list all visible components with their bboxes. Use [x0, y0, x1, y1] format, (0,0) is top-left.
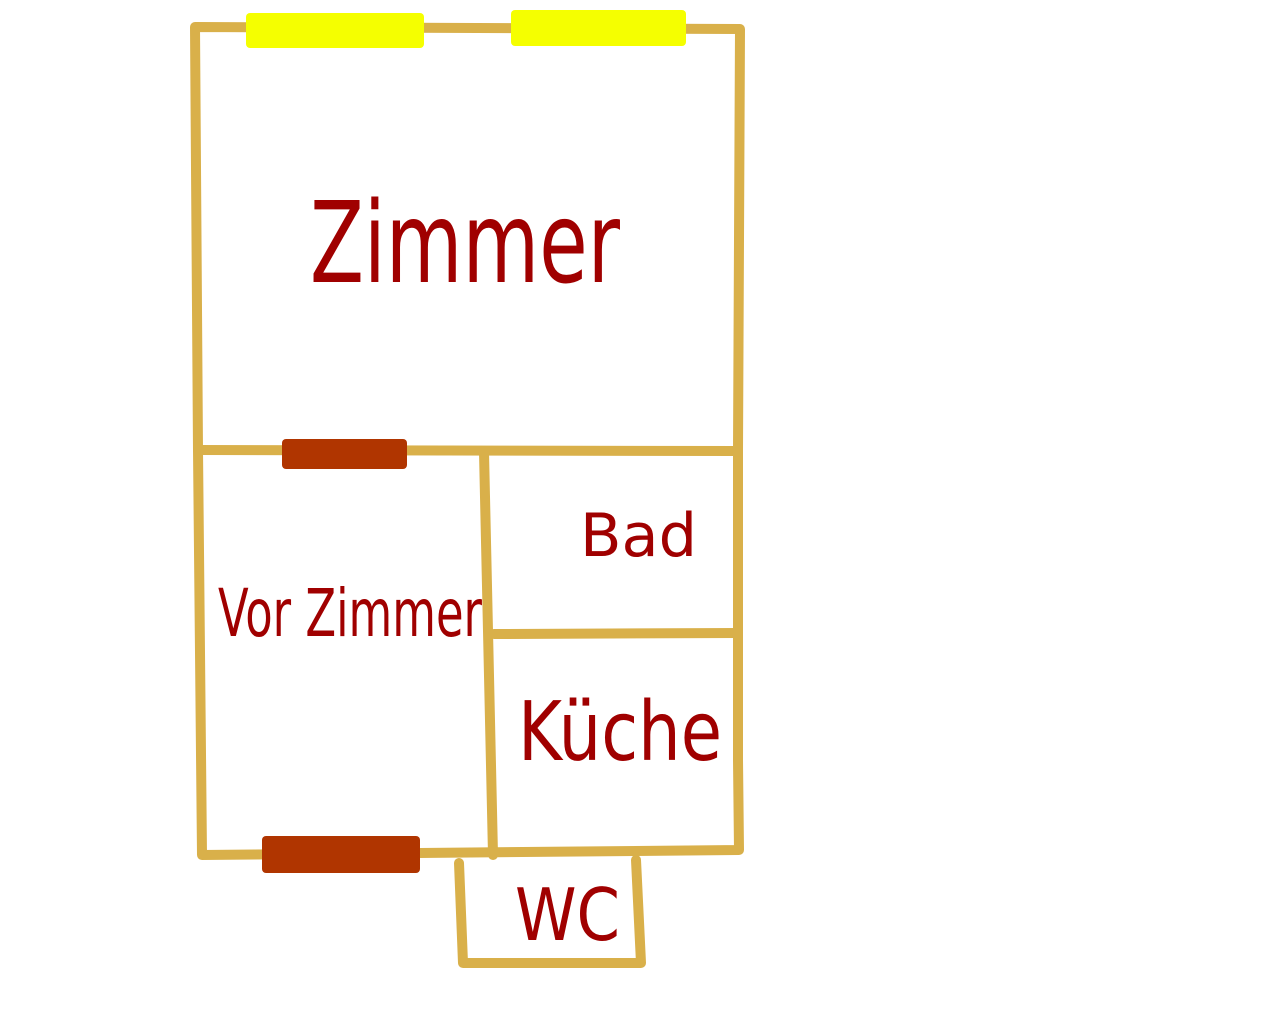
doors [262, 439, 420, 873]
door-zimmer [282, 439, 407, 469]
room-label-kueche: Küche [518, 685, 722, 780]
walls [190, 22, 745, 968]
zimmer-divider-wall [193, 445, 740, 456]
wc-wall [454, 855, 646, 968]
window-1 [246, 13, 424, 48]
room-label-zimmer: Zimmer [310, 179, 621, 309]
room-label-vor-zimmer: Vor Zimmer [218, 575, 483, 652]
windows [246, 10, 686, 48]
bad-kueche-divider-wall [489, 628, 743, 639]
room-label-wc: WC [515, 873, 620, 957]
outer-wall [190, 22, 745, 860]
room-label-bad: Bad [580, 501, 697, 571]
window-2 [511, 10, 686, 46]
door-entrance [262, 836, 420, 873]
vorzimmer-divider-wall [479, 447, 498, 860]
